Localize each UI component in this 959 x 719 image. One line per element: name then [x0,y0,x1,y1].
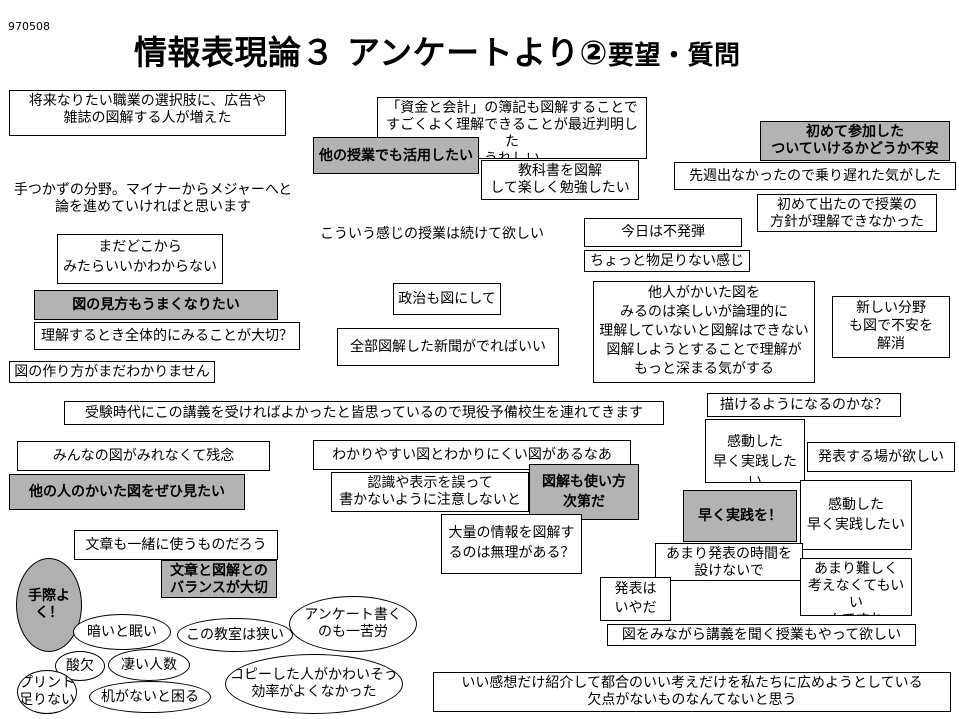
bubble-survey-hard: アンケート書く のも一苦労 [289,596,417,652]
comment-lecture-with-diagrams: 図をみながら講義を聞く授業もやって欲しい [607,624,916,646]
comment-no-presentation-time: あまり発表の時間を 設けないで [655,543,803,581]
comment-hate-presenting: 発表は いやだ [600,577,671,621]
comment-dud: 今日は不発弾 [584,218,742,247]
comment-can-draw: 描けるようになるのかな？ [707,393,901,417]
comment-unfamiliar-field: 手つかずの分野。マイナーからメジャーへと 論を進めていければと思います [9,180,297,226]
comment-first-method: 初めて出たので授業の 方針が理解できなかった [757,194,937,232]
comment-presentation-place: 発表する場が欲しい [807,442,955,472]
comment-continue-classes: こういう感じの授業は続けて欲しい [313,220,551,250]
slide-title: 情報表現論３ アンケートより②要望・質問 [134,26,854,72]
bubble-crowd: 凄い人数 [108,649,190,681]
comment-other-classes: 他の授業でも活用したい [313,137,479,174]
comment-depends-use: 図解も使い方 次第だ [529,464,639,520]
comment-practice-soon: 早く実践を！ [683,490,797,542]
comment-first-time: 初めて参加した ついていけるかどうか不安 [760,121,950,161]
bubble-dark-sleepy: 暗いと眠い [73,614,171,650]
comment-good-feedback: いい感想だけ紹介して都合のいい考えだけを私たちに広めようとしている 欠点がないも… [433,672,951,712]
comment-not-too-hard: あまり難しく 考えなくてもいい んですね [800,558,912,616]
comment-exam-days: 受験時代にこの講義を受ければよかったと皆思っているので現役予備校生を連れてきます [64,401,664,425]
comment-missed-week: 先週出なかったので乗り遅れた気がした [674,162,956,190]
comment-sentences-too: 文章も一緒に使うものだろう [74,530,278,560]
comment-not-enough: ちょっと物足りない感じ [584,250,750,272]
slide-title-main: 情報表現論３ アンケートより② [134,33,608,72]
bubble-no-desk: 机がないと困る [89,681,211,713]
comment-how-to-make: 図の作り方がまだわかりません [9,361,215,383]
comment-want-see-others: 他の人のかいた図をぜひ見たい [9,474,245,510]
comment-misrecognition: 認識や表示を誤って 書かないように注意しないと [331,472,529,512]
comment-others-diagrams: 他人がかいた図を みるのは楽しいが論理的に 理解していないと図解はできない 図解… [593,281,815,383]
comment-whole-view: 理解するとき全体的にみることが大切？ [34,322,300,350]
comment-politics: 政治も図にして [393,283,501,315]
slide-code: 970508 [8,20,50,33]
comment-newspaper: 全部図解した新聞がでればいい [337,328,559,366]
comment-read-diagrams: 図の見方もうまくなりたい [34,290,278,320]
comment-new-field: 新しい分野 も図で不安を 解消 [832,296,950,358]
bubble-handy: 手際よく！ [16,558,82,652]
comment-large-info: 大量の情報を図解す るのは無理がある？ [441,514,582,574]
comment-balance: 文章と図解との バランスが大切 [161,560,277,598]
comment-textbook: 教科書を図解 して楽しく勉強したい [481,160,639,200]
comment-career: 将来なりたい職業の選択肢に、広告や 雑誌の図解する人が増えた [9,90,286,136]
comment-see-all: みんなの図がみれなくて残念 [17,441,270,471]
bubble-copy-person: コピーした人がかわいそう 効率がよくなかった [225,654,403,714]
comment-moved-2: 感動した 早く実践したい [800,480,912,550]
comment-where-to-look: まだどこから みたらいいかわからない [57,234,223,284]
bubble-prints-short: プリント 足りない [17,670,77,714]
comment-moved-1: 感動した 早く実践したい [705,419,805,483]
slide-title-sub: 要望・質問 [607,41,741,71]
bubble-narrow-room: この教室は狭い [177,618,293,652]
